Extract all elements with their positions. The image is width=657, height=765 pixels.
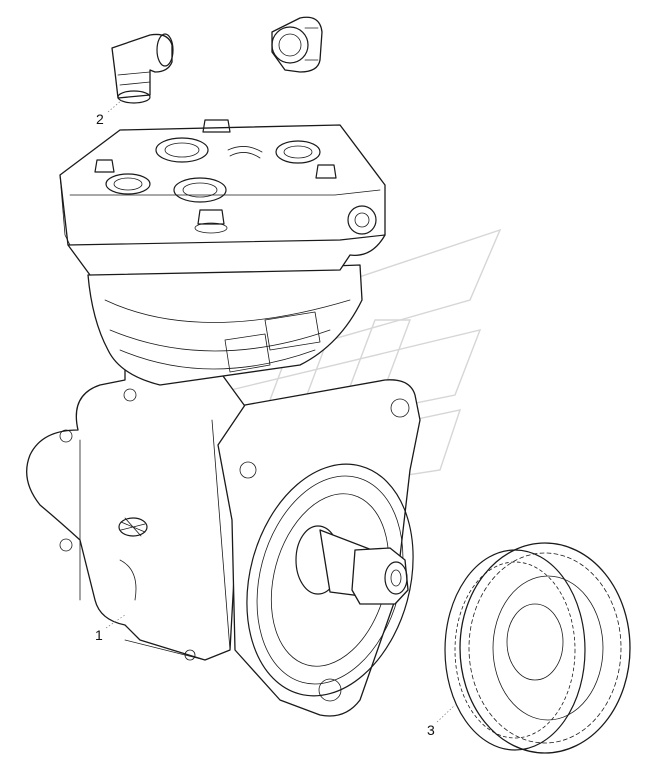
elbow-fitting-right-icon [271, 16, 323, 73]
compressor-assembly [26, 119, 421, 717]
callout-label-3: 3 [427, 722, 435, 738]
side-fitting-icon [118, 517, 148, 537]
callout-part-2: 2 [96, 99, 123, 127]
callout-part-3: 3 [427, 704, 456, 738]
drive-shaft-icon [295, 525, 409, 605]
head-bolt-icon [94, 119, 337, 234]
callout-label-1: 1 [95, 627, 103, 643]
callout-label-2: 2 [96, 111, 104, 127]
elbow-fitting-left-icon [111, 33, 174, 104]
callout-part-1: 1 [95, 614, 126, 643]
drive-gear-icon [444, 542, 631, 754]
